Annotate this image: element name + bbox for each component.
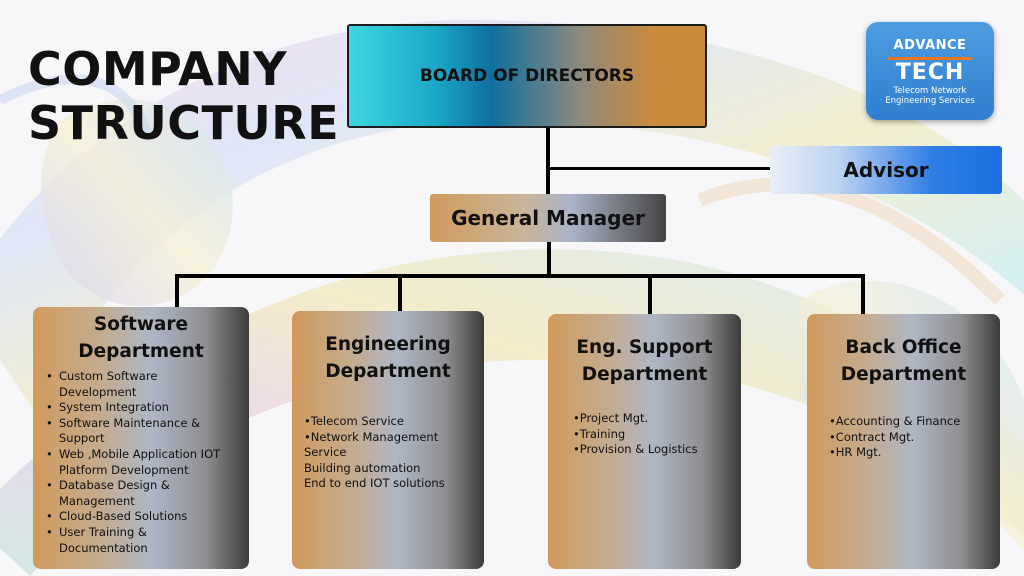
connector-to-advisor	[548, 167, 770, 170]
board-label: BOARD OF DIRECTORS	[419, 66, 635, 86]
list-item: •Training	[573, 426, 626, 441]
list-item: End to end IOT solutions	[304, 476, 445, 491]
back-office-department-list: •Accounting & Finance •Contract Mgt. •HR…	[829, 414, 999, 461]
department-title-line-2: Department	[840, 364, 967, 385]
department-title: Back Office Department	[807, 334, 1000, 388]
list-item: •Provision & Logistics	[573, 442, 698, 457]
logo-subtitle-line-1: Telecom Network	[893, 86, 967, 96]
list-item: Web ,Mobile Application IOT	[33, 447, 249, 463]
list-item: Cloud-Based Solutions	[33, 509, 249, 525]
list-item: Building automation	[304, 460, 421, 475]
list-item: •Accounting & Finance	[829, 414, 961, 428]
engineering-department-list: •Telecom Service •Network Management Ser…	[304, 414, 484, 492]
connector-to-software	[175, 276, 179, 308]
logo-accent-bar	[888, 57, 972, 60]
department-title: Engineering Department	[292, 331, 484, 385]
logo-subtitle: Telecom Network Engineering Services	[866, 86, 994, 106]
software-department-box: Software Department Custom Software Deve…	[33, 307, 249, 569]
department-title-line-2: Department	[78, 341, 204, 362]
connector-department-bus	[175, 274, 865, 278]
eng-support-department-box: Eng. Support Department •Project Mgt. •T…	[548, 314, 741, 569]
connector-board-to-gm	[546, 128, 550, 194]
department-title-line-2: Department	[325, 361, 451, 382]
list-item: Development	[59, 384, 137, 399]
logo-main-text: TECH	[895, 60, 965, 85]
list-item: Platform Development	[59, 462, 189, 477]
department-title: Eng. Support Department	[548, 334, 741, 388]
list-item: Management	[59, 493, 135, 508]
list-item: •Telecom Service	[304, 414, 404, 428]
title-line-2: STRUCTURE	[28, 96, 340, 150]
advisor-box: Advisor	[770, 146, 1002, 194]
department-title-line-2: Department	[581, 364, 708, 385]
department-title-line-1: Software	[93, 314, 189, 335]
list-item: Custom Software	[33, 369, 249, 385]
list-item: Software Maintenance &	[33, 416, 249, 432]
list-item: Database Design &	[33, 478, 249, 494]
connector-to-eng-support	[648, 276, 652, 314]
eng-support-department-list: •Project Mgt. •Training •Provision & Log…	[573, 411, 741, 458]
board-of-directors-box: BOARD OF DIRECTORS	[347, 24, 707, 128]
connector-gm-to-bus	[547, 242, 551, 276]
general-manager-box: General Manager	[430, 194, 666, 242]
list-item: •Contract Mgt.	[829, 429, 915, 444]
department-title-line-1: Engineering	[325, 334, 451, 355]
logo-top-text: ADVANCE	[893, 38, 967, 53]
list-item: Documentation	[59, 540, 148, 555]
company-logo: ADVANCE TECH Telecom Network Engineering…	[866, 22, 994, 120]
list-item: •Network Management Service	[304, 429, 439, 460]
department-title-line-1: Eng. Support	[576, 337, 713, 358]
list-item: System Integration	[33, 400, 249, 416]
department-title: Software Department	[33, 311, 249, 365]
software-department-list: Custom Software Development System Integ…	[33, 369, 249, 556]
list-item: •Project Mgt.	[573, 411, 649, 425]
title-line-1: COMPANY	[28, 42, 288, 96]
list-item: User Training &	[33, 525, 249, 541]
engineering-department-box: Engineering Department •Telecom Service …	[292, 311, 484, 569]
page-title: COMPANY STRUCTURE	[28, 42, 340, 150]
connector-to-back-office	[861, 276, 865, 314]
connector-to-engineering	[398, 276, 402, 312]
back-office-department-box: Back Office Department •Accounting & Fin…	[807, 314, 1000, 569]
list-item: Support	[59, 431, 105, 446]
general-manager-label: General Manager	[451, 206, 645, 230]
department-title-line-1: Back Office	[845, 337, 962, 358]
logo-subtitle-line-2: Engineering Services	[885, 96, 975, 106]
list-item: •HR Mgt.	[829, 445, 882, 460]
advisor-label: Advisor	[843, 158, 929, 182]
